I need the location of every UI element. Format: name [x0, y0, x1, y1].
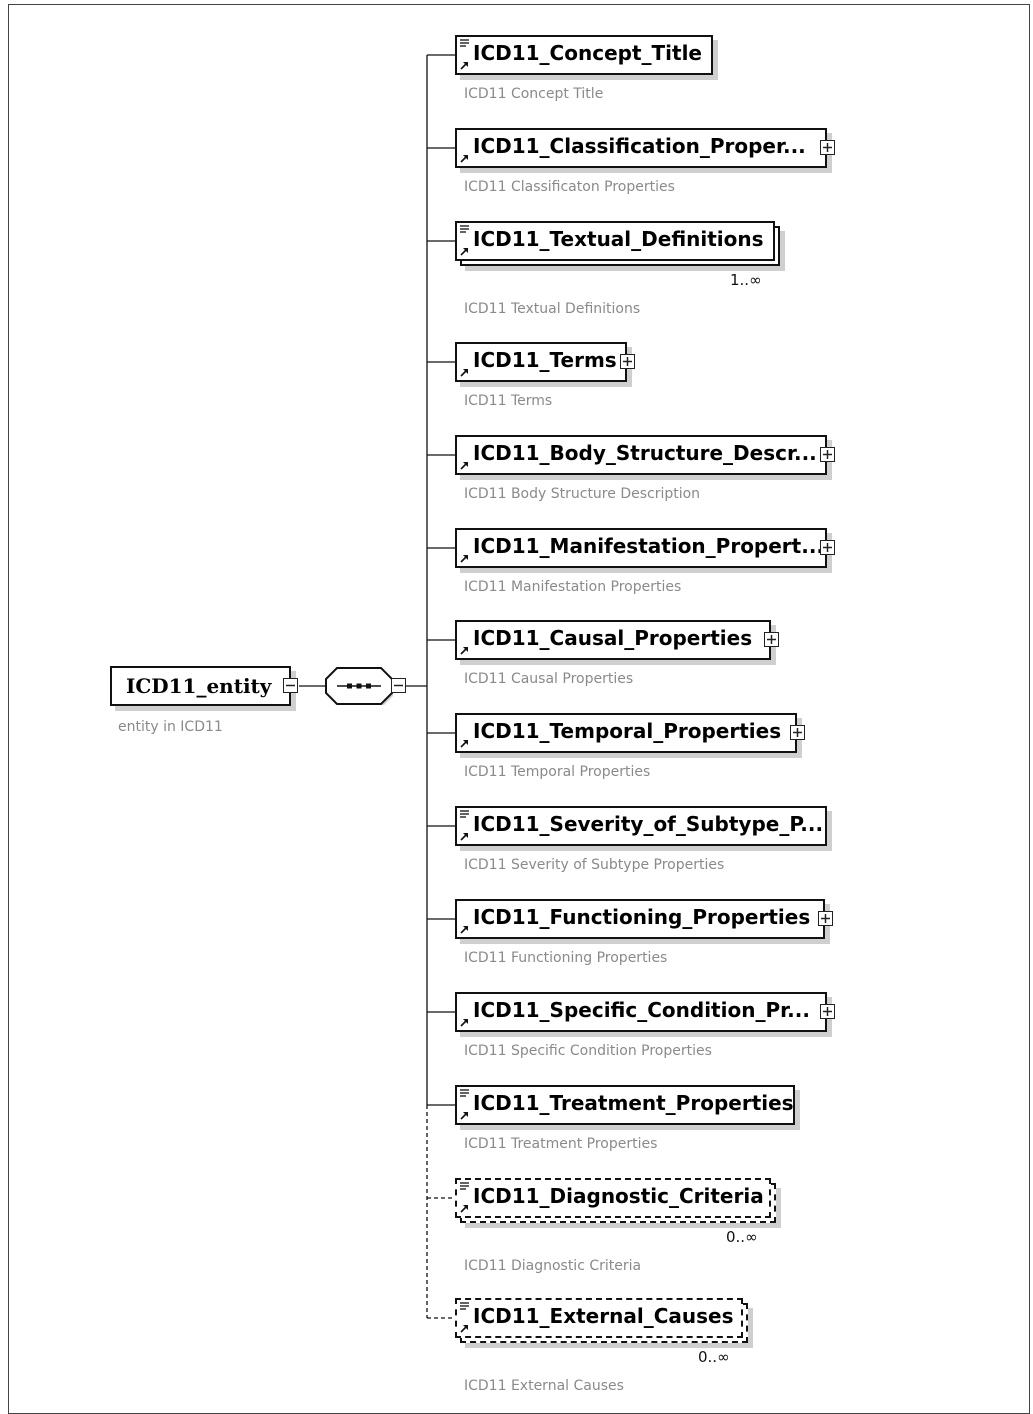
expand-toggle[interactable] — [820, 540, 835, 555]
element-description: ICD11 Causal Properties — [464, 671, 634, 687]
reference-arrow-icon — [460, 833, 468, 841]
root-node-label: ICD11_entity — [126, 674, 272, 698]
expand-toggle[interactable] — [790, 725, 805, 740]
element-description: ICD11 Functioning Properties — [464, 950, 668, 966]
element-node-label: ICD11_Specific_Condition_Pr... — [473, 998, 810, 1022]
element-description: ICD11 Concept Title — [464, 86, 604, 102]
root-collapse-toggle[interactable] — [283, 678, 298, 693]
plus-icon — [767, 635, 776, 644]
element-node[interactable]: ICD11_Treatment_Properties — [455, 1085, 795, 1125]
element-description: ICD11 Severity of Subtype Properties — [464, 857, 725, 873]
element-node[interactable]: ICD11_Textual_Definitions — [455, 221, 775, 261]
element-node[interactable]: ICD11_External_Causes — [455, 1298, 743, 1338]
expand-toggle[interactable] — [820, 140, 835, 155]
element-node[interactable]: ICD11_Severity_of_Subtype_P... — [455, 806, 827, 846]
plus-icon — [823, 450, 832, 459]
element-node[interactable]: ICD11_Causal_Properties — [455, 620, 771, 660]
reference-arrow-icon — [460, 248, 468, 256]
element-description: ICD11 Temporal Properties — [464, 764, 651, 780]
element-description: ICD11 Terms — [464, 393, 553, 409]
element-node-label: ICD11_Textual_Definitions — [473, 227, 764, 251]
reference-arrow-icon — [460, 647, 468, 655]
minus-icon — [394, 684, 403, 687]
element-node-label: ICD11_Functioning_Properties — [473, 905, 811, 929]
reference-arrow-icon — [460, 740, 468, 748]
element-node-label: ICD11_Treatment_Properties — [473, 1091, 794, 1115]
root-node-description: entity in ICD11 — [118, 719, 223, 735]
sequence-compositor-icon[interactable] — [325, 667, 393, 705]
element-node[interactable]: ICD11_Diagnostic_Criteria — [455, 1178, 771, 1218]
documentation-icon — [460, 225, 469, 233]
element-node[interactable]: ICD11_Classification_Proper... — [455, 128, 827, 168]
documentation-icon — [460, 1302, 469, 1310]
element-node-label: ICD11_External_Causes — [473, 1304, 734, 1328]
expand-toggle[interactable] — [820, 1004, 835, 1019]
expand-toggle[interactable] — [820, 447, 835, 462]
element-node[interactable]: ICD11_Functioning_Properties — [455, 899, 825, 939]
element-description: ICD11 External Causes — [464, 1378, 624, 1394]
reference-arrow-icon — [460, 1112, 468, 1120]
element-description: ICD11 Classificaton Properties — [464, 179, 675, 195]
element-node-label: ICD11_Concept_Title — [473, 41, 702, 65]
plus-icon — [823, 543, 832, 552]
element-node-label: ICD11_Causal_Properties — [473, 626, 753, 650]
element-description: ICD11 Specific Condition Properties — [464, 1043, 712, 1059]
plus-icon — [823, 1007, 832, 1016]
reference-arrow-icon — [460, 1205, 468, 1213]
multiplicity-label: 1..∞ — [730, 271, 762, 289]
plus-icon — [623, 357, 632, 366]
element-node-label: ICD11_Diagnostic_Criteria — [473, 1184, 764, 1208]
reference-arrow-icon — [460, 62, 468, 70]
element-node-label: ICD11_Terms — [473, 348, 617, 372]
reference-arrow-icon — [460, 462, 468, 470]
element-node-label: ICD11_Classification_Proper... — [473, 134, 806, 158]
element-node[interactable]: ICD11_Temporal_Properties — [455, 713, 797, 753]
element-description: ICD11 Manifestation Properties — [464, 579, 682, 595]
documentation-icon — [460, 1182, 469, 1190]
documentation-icon — [460, 1089, 469, 1097]
root-node[interactable]: ICD11_entity — [110, 666, 291, 706]
reference-arrow-icon — [460, 155, 468, 163]
sequence-collapse-toggle[interactable] — [391, 678, 406, 693]
expand-toggle[interactable] — [764, 632, 779, 647]
plus-icon — [793, 728, 802, 737]
plus-icon — [821, 914, 830, 923]
element-description: ICD11 Body Structure Description — [464, 486, 701, 502]
element-node-label: ICD11_Severity_of_Subtype_P... — [473, 812, 824, 836]
element-description: ICD11 Textual Definitions — [464, 301, 641, 317]
documentation-icon — [460, 39, 469, 47]
element-node[interactable]: ICD11_Concept_Title — [455, 35, 713, 75]
reference-arrow-icon — [460, 369, 468, 377]
element-node-label: ICD11_Body_Structure_Descr... — [473, 441, 817, 465]
reference-arrow-icon — [460, 926, 468, 934]
element-node-label: ICD11_Temporal_Properties — [473, 719, 782, 743]
expand-toggle[interactable] — [620, 354, 635, 369]
plus-icon — [823, 143, 832, 152]
reference-arrow-icon — [460, 1019, 468, 1027]
multiplicity-label: 0..∞ — [726, 1228, 758, 1246]
element-node[interactable]: ICD11_Specific_Condition_Pr... — [455, 992, 827, 1032]
expand-toggle[interactable] — [818, 911, 833, 926]
documentation-icon — [460, 810, 469, 818]
reference-arrow-icon — [460, 1325, 468, 1333]
reference-arrow-icon — [460, 555, 468, 563]
element-description: ICD11 Treatment Properties — [464, 1136, 658, 1152]
element-node[interactable]: ICD11_Body_Structure_Descr... — [455, 435, 827, 475]
element-node-label: ICD11_Manifestation_Propert... — [473, 534, 825, 558]
minus-icon — [286, 684, 295, 687]
multiplicity-label: 0..∞ — [698, 1348, 730, 1366]
element-node[interactable]: ICD11_Manifestation_Propert... — [455, 528, 827, 568]
element-description: ICD11 Diagnostic Criteria — [464, 1258, 642, 1274]
element-node[interactable]: ICD11_Terms — [455, 342, 627, 382]
